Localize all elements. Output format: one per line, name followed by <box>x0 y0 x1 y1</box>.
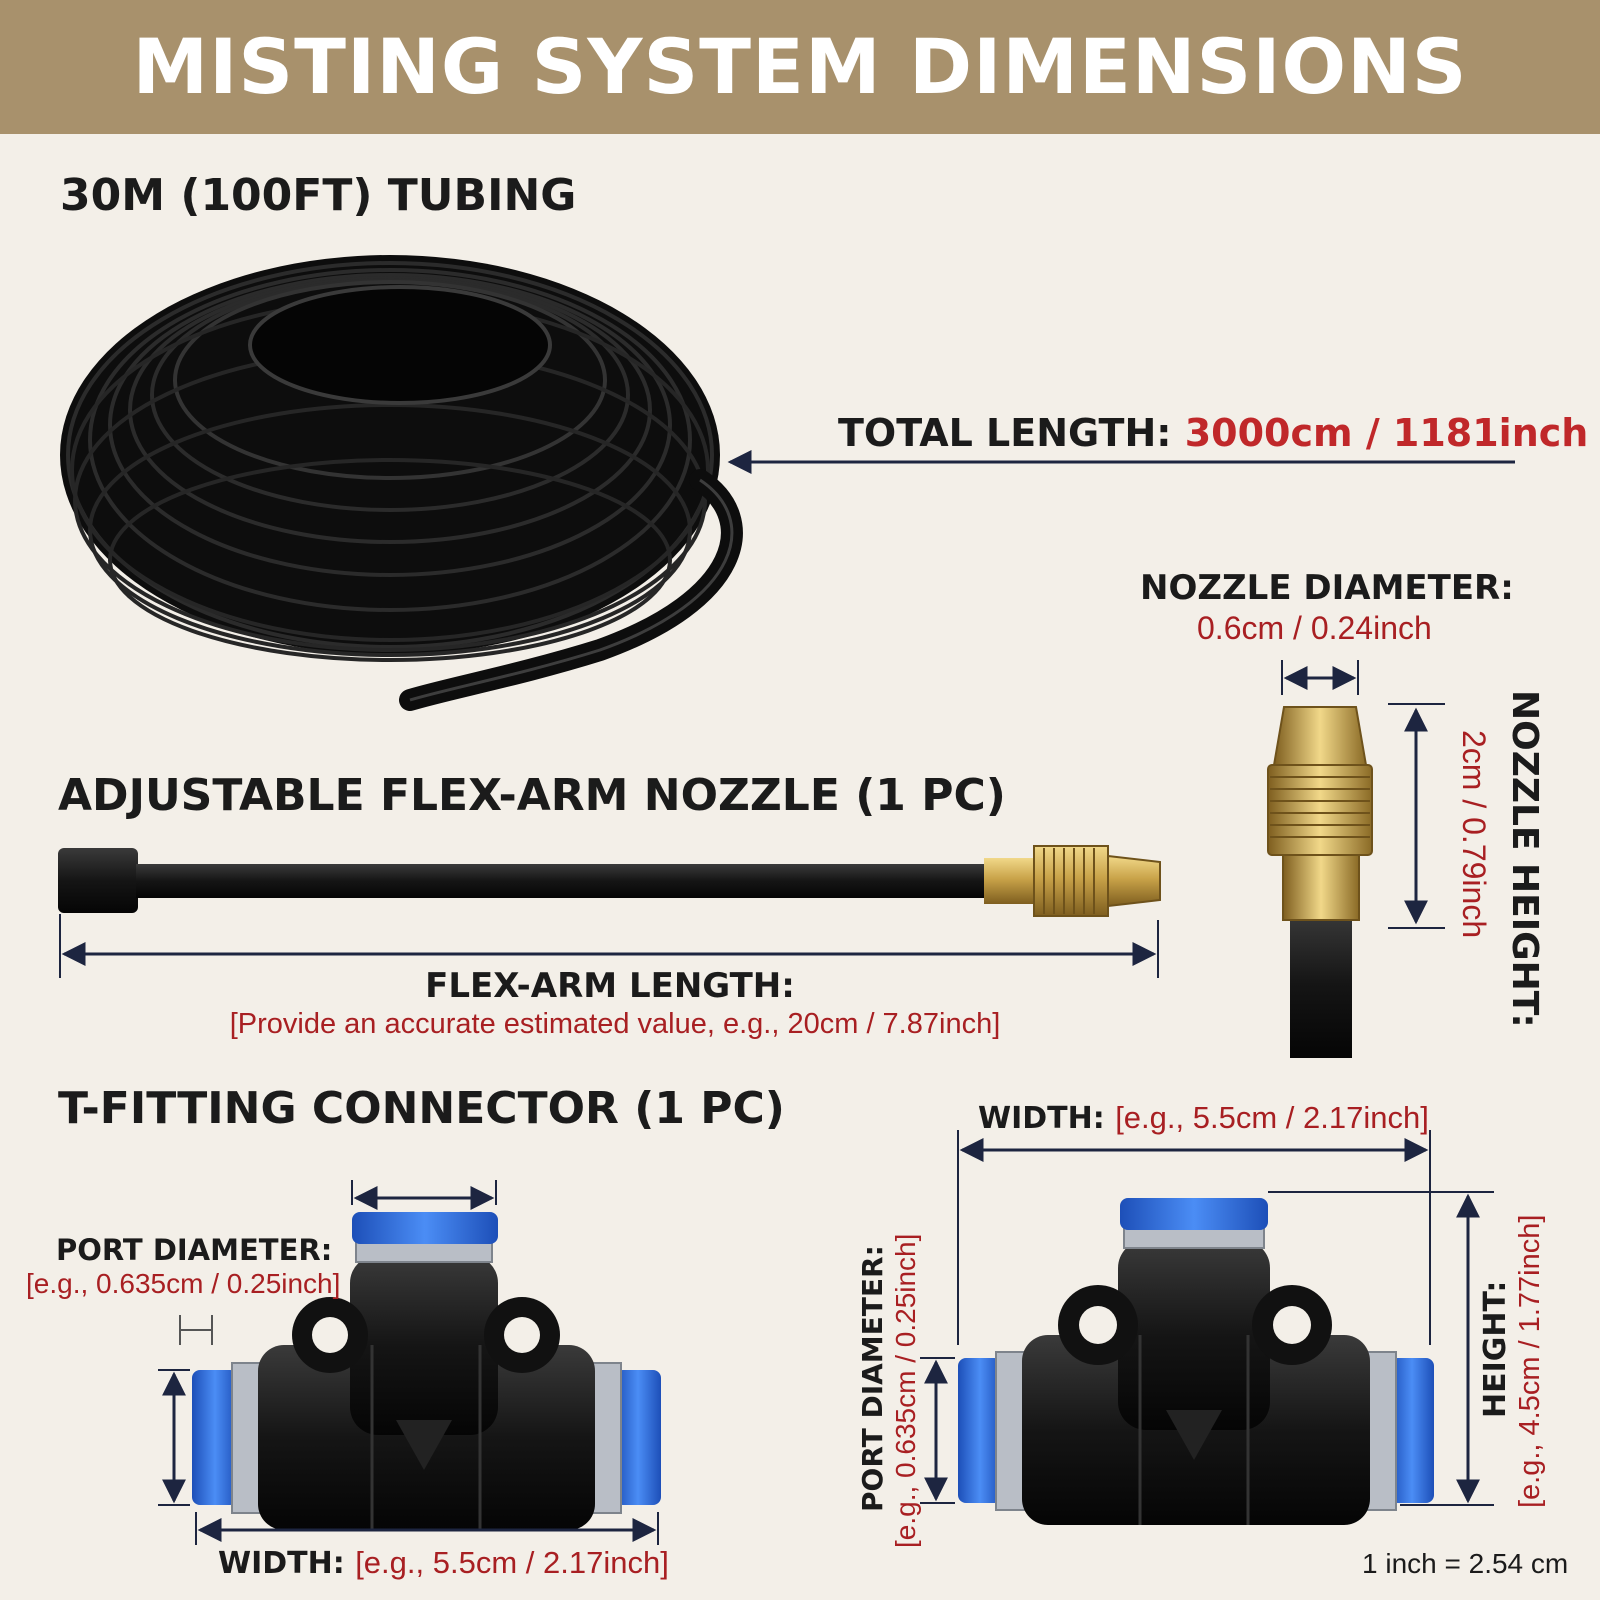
title-banner <box>0 0 1600 134</box>
t-left-width-value: [e.g., 5.5cm / 2.17inch] <box>355 1545 669 1580</box>
t-right-height-value: [e.g., 4.5cm / 1.77inch] <box>1514 1214 1546 1508</box>
nozzle-height-label: NOZZLE HEIGHT: <box>1504 690 1545 1028</box>
t-left-port-label: PORT DIAMETER: <box>56 1233 333 1267</box>
t-left-width-label-text: WIDTH: <box>218 1546 345 1581</box>
total-length-label-text: TOTAL LENGTH: <box>838 411 1172 455</box>
total-length-label: TOTAL LENGTH: 3000cm / 1181inch <box>838 411 1588 455</box>
t-fitting-right-image <box>958 1198 1434 1525</box>
tubing-coil-image <box>60 255 743 711</box>
conversion-note: 1 inch = 2.54 cm <box>1362 1548 1569 1579</box>
nozzle-diameter-label: NOZZLE DIAMETER: <box>1140 568 1514 608</box>
t-fitting-heading: T-FITTING CONNECTOR (1 PC) <box>58 1083 785 1134</box>
tubing-heading: 30M (100FT) TUBING <box>60 170 577 221</box>
nozzle-height-value: 2cm / 0.79inch <box>1456 730 1492 939</box>
page-title: MISTING SYSTEM DIMENSIONS <box>132 22 1468 111</box>
t-right-height-label: HEIGHT: <box>1478 1280 1513 1418</box>
t-right-width-value: [e.g., 5.5cm / 2.17inch] <box>1115 1100 1429 1135</box>
t-right-width-label: WIDTH: [e.g., 5.5cm / 2.17inch] <box>978 1100 1429 1136</box>
nozzle-diameter-value: 0.6cm / 0.24inch <box>1197 610 1432 646</box>
flex-arm-nozzle-image <box>58 845 1161 917</box>
flex-arm-length-value: [Provide an accurate estimated value, e.… <box>229 1008 1001 1040</box>
flex-arm-heading: ADJUSTABLE FLEX-ARM NOZZLE (1 PC) <box>58 770 1006 821</box>
t-right-width-label-text: WIDTH: <box>978 1101 1105 1136</box>
nozzle-image <box>1267 706 1373 1058</box>
t-left-width-label: WIDTH: [e.g., 5.5cm / 2.17inch] <box>218 1545 669 1581</box>
t-right-port-value: [e.g., 0.635cm / 0.25inch] <box>890 1233 921 1548</box>
total-length-value: 3000cm / 1181inch <box>1184 411 1589 455</box>
t-fitting-left-image <box>192 1212 661 1530</box>
t-left-port-value: [e.g., 0.635cm / 0.25inch] <box>26 1268 341 1299</box>
flex-arm-length-label: FLEX-ARM LENGTH: <box>425 966 795 1006</box>
t-right-port-label: PORT DIAMETER: <box>856 1245 889 1512</box>
